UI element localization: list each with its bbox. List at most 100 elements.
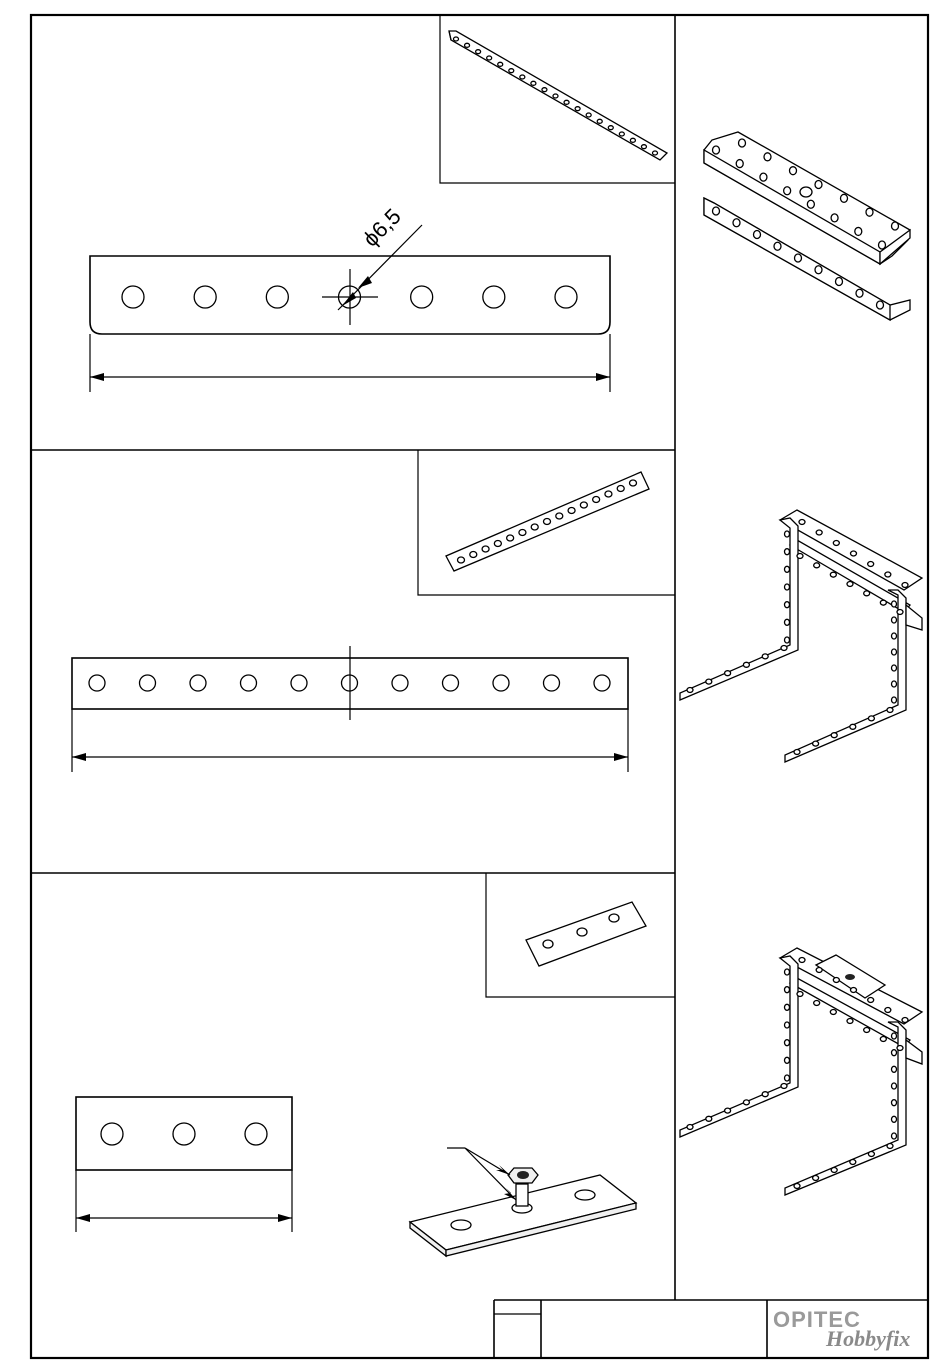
hole [482,546,489,552]
hole [443,675,459,691]
hole [797,554,803,559]
hole [855,227,862,235]
hole [784,187,791,195]
hole [892,681,897,687]
hole [831,1168,837,1173]
hole [630,480,637,486]
hole [807,200,814,208]
hole [575,107,580,111]
hole [866,208,873,216]
hole [785,637,790,643]
hole [785,969,790,975]
hole [531,81,536,85]
iso-long-strip [449,31,667,160]
frame-assembly-2 [680,948,922,1195]
hole [864,591,870,596]
hole [568,508,575,514]
hole [555,286,577,308]
hole [544,675,560,691]
hole [465,43,470,47]
hole [733,219,740,227]
hole [795,254,802,262]
hole [762,1092,768,1097]
hole [542,88,547,92]
hole [706,679,712,684]
hole [725,671,731,676]
iso-medium-strip [446,472,649,571]
hole [833,978,839,983]
hole [507,535,514,541]
logo-sub: Hobbyfix [825,1326,910,1351]
hole [815,266,822,274]
hole [830,572,836,577]
hole [454,37,459,41]
hole [494,541,501,547]
hole [556,513,563,519]
hole [794,750,800,755]
hole [544,519,551,525]
hole [291,675,307,691]
hole [653,151,658,155]
hole [836,278,843,286]
hole [140,675,156,691]
hole [880,600,886,605]
hole [725,1108,731,1113]
hole [785,584,790,590]
hole [785,1075,790,1081]
hole [687,1125,693,1130]
hole [877,301,884,309]
hole [892,1083,897,1089]
hole [799,520,805,525]
hole [833,541,839,546]
hole [868,1152,874,1157]
section-3 [76,873,675,1256]
hole [411,286,433,308]
hole [687,688,693,693]
hole [743,662,749,667]
hole [841,194,848,202]
hole [754,231,761,239]
hole [785,619,790,625]
hole [519,530,526,536]
hole [785,566,790,572]
hole [476,50,481,54]
diameter-label: ϕ6,5 [358,204,406,252]
hole [713,146,720,154]
hole [641,145,646,149]
hole [868,998,874,1003]
hole [814,563,820,568]
hole [856,289,863,297]
hole [739,139,746,147]
hole [392,675,408,691]
hole [266,286,288,308]
hole [790,167,797,175]
iso-short-strip [526,902,646,966]
hole [799,958,805,963]
hole [813,741,819,746]
hole [851,551,857,556]
hole [586,113,591,117]
hole [831,733,837,738]
hole [902,583,908,588]
hole [785,987,790,993]
hole [892,222,899,230]
hole [458,557,465,563]
hole [597,119,602,123]
hole [713,207,720,215]
hole [892,1066,897,1072]
hole [493,675,509,691]
hole [897,610,903,615]
hole [887,708,893,713]
hole [785,1057,790,1063]
strip-3-holes-view [76,1097,292,1232]
hole [868,562,874,567]
frame-assembly-1 [680,510,922,762]
hole [892,697,897,703]
hole [706,1116,712,1121]
hole [847,582,853,587]
hole [892,649,897,655]
hole [531,524,538,530]
hole [892,617,897,623]
hole [831,214,838,222]
hole [762,654,768,659]
